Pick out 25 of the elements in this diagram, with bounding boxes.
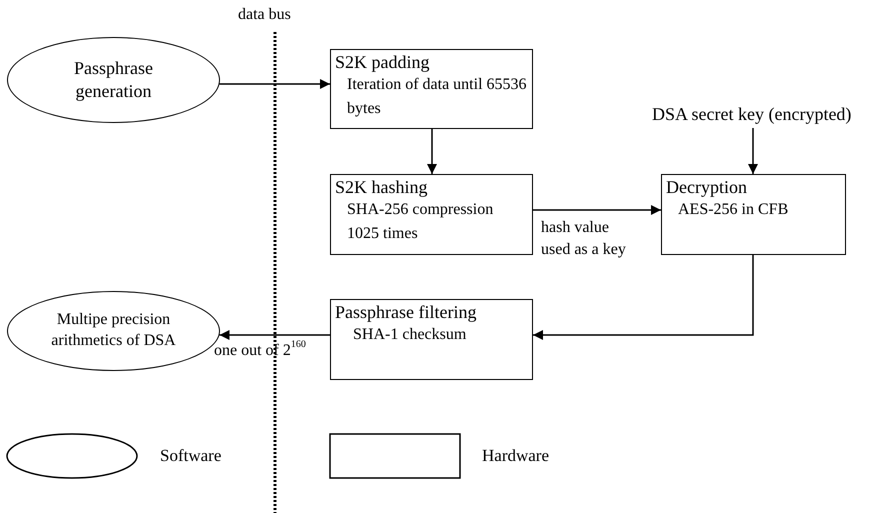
hardware-box (330, 174, 533, 255)
box-body-text: AES-256 in CFB (677, 200, 790, 220)
box-body-text: SHA-256 compression 1025 times (346, 200, 494, 244)
bus-label: data bus (238, 6, 291, 24)
arrow (427, 129, 437, 174)
node-text: Multipe precision arithmetics of DSA (50, 310, 177, 351)
hardware-box (330, 49, 533, 129)
arrow (533, 205, 661, 215)
edge-label: hash value used as a key (541, 218, 627, 260)
box-body-text: Iteration of data until 65536 bytes (346, 75, 528, 119)
box-heading: Passphrase filtering (335, 301, 478, 323)
node-text: Passphrase generation (73, 56, 154, 103)
hardware-box (330, 299, 533, 380)
hardware-box (661, 174, 846, 255)
box-heading: S2K padding (335, 51, 430, 73)
box-body-text: SHA-1 checksum (352, 325, 468, 345)
legend-label: Hardware (482, 446, 550, 466)
arrow (533, 255, 754, 340)
box-heading: S2K hashing (335, 176, 429, 198)
arrow (220, 79, 330, 89)
arrow (219, 330, 330, 340)
legend-label: Software (160, 446, 222, 466)
box-heading: Decryption (666, 176, 748, 198)
arrow (748, 128, 758, 174)
input-text: DSA secret key (encrypted) (652, 104, 852, 125)
